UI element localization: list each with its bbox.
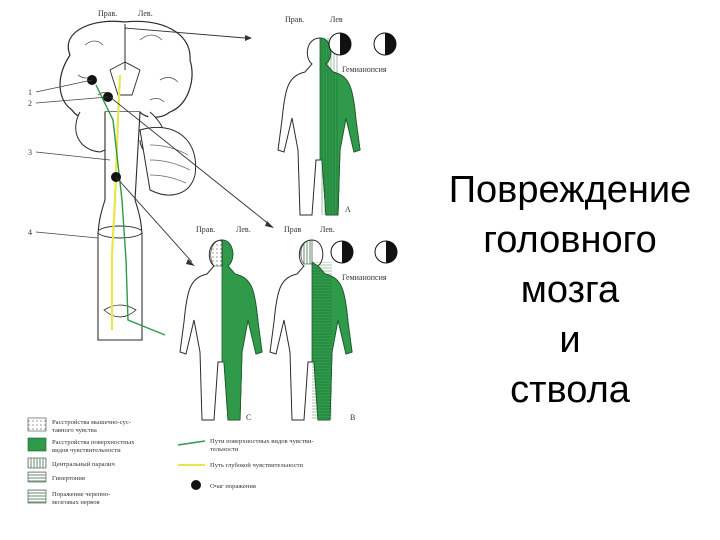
figure-b-label-left: Лев. [320,225,335,234]
figure-a-caption: Гемианопсия [342,65,387,74]
pathway-number-4: 4 [28,228,32,237]
legend-vertical: Центральный паралич [52,461,115,468]
legend-horizontal: Гипертония [52,475,85,482]
legend-cranial-line2: мозговых нервов [52,499,100,506]
legend-focus: Очаг поражения [210,483,256,490]
figure-a-label-right: Прав. [285,15,304,24]
title-line-2: головного [483,219,657,261]
legend-swatch-vertical [27,457,47,469]
legend-line-green [177,440,206,446]
legend-yellow-path: Путь глубокой чувствительности [210,462,304,469]
brain-section [35,20,274,341]
legend-dot-focus [191,480,201,490]
figure-c-label-right: Прав. [196,225,215,234]
figure-b-label-right: Прав [284,225,301,234]
legend-swatch-horizontal [27,471,47,483]
figure-b-letter: В [350,413,355,422]
title-line-4: и [559,319,581,361]
brain-label-right: Прав. [98,9,117,18]
figure-b [269,239,398,421]
figure-b-caption: Гемианопсия [342,273,387,282]
slide-title: Повреждение головного мозга и ствола [425,165,715,415]
figure-a [277,32,397,216]
legend-swatch-green [27,437,47,452]
figure-c [179,239,263,421]
brain-label-left: Лев. [138,9,153,18]
legend-swatch-cranial [27,489,47,504]
figure-a-letter: A [345,205,351,214]
legend-swatch-dotted [27,417,47,432]
neurology-diagram: Прав. Лев. 1 2 3 4 Прав. Лев Гемианопсия… [27,9,398,506]
figure-c-label-left: Лев. [236,225,251,234]
legend [27,417,206,504]
title-line-5: ствола [510,369,630,411]
figure-a-label-left: Лев [330,15,343,24]
pathway-number-3: 3 [28,148,32,157]
legend-green-path-line2: тельности [210,446,239,453]
legend-green-path-line1: Пути поверхностных видов чувстви- [210,438,314,445]
legend-cranial-line1: Поражение черепно- [52,491,110,498]
legend-green-line1: Расстройства поверхностных [52,439,135,446]
pathway-number-1: 1 [28,88,32,97]
title-line-3: мозга [520,269,620,311]
legend-dotted-line2: тавного чувства [52,427,97,434]
legend-green-line2: видов чувствительности [52,447,121,454]
figure-c-letter: С [246,413,251,422]
title-line-1: Повреждение [448,169,692,211]
legend-dotted-line1: Расстройства мышечно-сус- [52,419,131,426]
pathway-number-2: 2 [28,99,32,108]
